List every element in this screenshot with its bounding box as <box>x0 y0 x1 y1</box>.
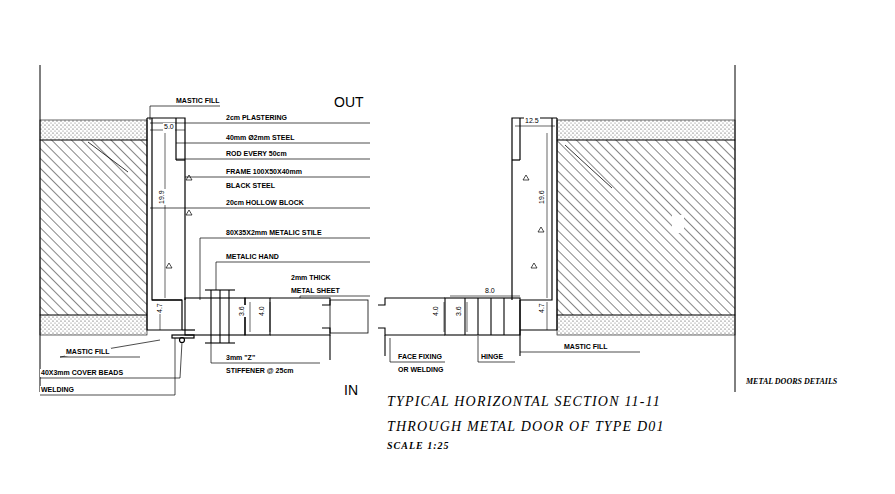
callout-text: HINGE <box>480 353 504 361</box>
callout-text: FACE FIXING <box>397 353 443 361</box>
dimension-text: 4.7 <box>156 302 164 314</box>
callout-text: ROD EVERY 50cm <box>225 150 288 158</box>
sheet-label: METAL DOORS DETAILS <box>745 378 838 387</box>
leader-lines <box>40 106 640 395</box>
drawing-title: TYPICAL HORIZONTAL SECTION 11-11 THROUGH… <box>387 389 737 439</box>
dimension-text: 4.0 <box>258 305 266 317</box>
callout-text: 2cm PLASTERING <box>225 114 288 122</box>
side-label: IN <box>343 383 359 398</box>
callout-text: 40X3mm COVER BEADS <box>40 369 124 377</box>
dimension-text: 5.0 <box>163 123 175 131</box>
dimension-text: 19.9 <box>158 189 166 205</box>
callout-text: 40mm Ø2mm STEEL <box>225 134 295 142</box>
callout-text: METALIC HAND <box>225 253 280 261</box>
side-label: OUT <box>333 95 365 110</box>
callout-text: BLACK STEEL <box>225 182 276 190</box>
dimension-text: 19.6 <box>538 189 546 205</box>
door-leaf <box>185 290 520 360</box>
callout-text: 20cm HOLLOW BLOCK <box>225 199 305 207</box>
left-frame <box>147 118 195 343</box>
callout-text: MASTIC FILL <box>175 97 221 105</box>
right-wall <box>557 120 735 335</box>
callout-text: 3mm "Z" <box>225 354 256 362</box>
dimension-text: 3.6 <box>455 305 463 317</box>
dimension-text: 8.0 <box>484 287 496 295</box>
callout-text: MASTIC FILL <box>65 348 111 356</box>
left-wall <box>40 120 147 335</box>
dimension-lines <box>150 126 555 332</box>
right-frame <box>512 118 557 335</box>
scale-caption: SCALE 1:25 <box>387 440 450 451</box>
callout-text: 2mm THICK <box>290 274 332 282</box>
callout-text: 80X35X2mm METALIC STILE <box>225 229 323 237</box>
dimension-text: 4.0 <box>432 305 440 317</box>
callout-text: METAL SHEET <box>290 287 341 295</box>
dimension-text: 4.7 <box>538 302 546 314</box>
concrete-marks <box>166 175 544 268</box>
callout-text: FRAME 100X50X40mm <box>225 168 303 176</box>
callout-text: MASTIC FILL <box>563 343 609 351</box>
callout-text: WELDING <box>40 386 75 394</box>
callout-text: STIFFENER @ 25cm <box>225 367 295 375</box>
dimension-text: 3.6 <box>238 305 246 317</box>
callout-text: OR WELDING <box>397 366 445 374</box>
dimension-text: 12.5 <box>524 117 540 125</box>
